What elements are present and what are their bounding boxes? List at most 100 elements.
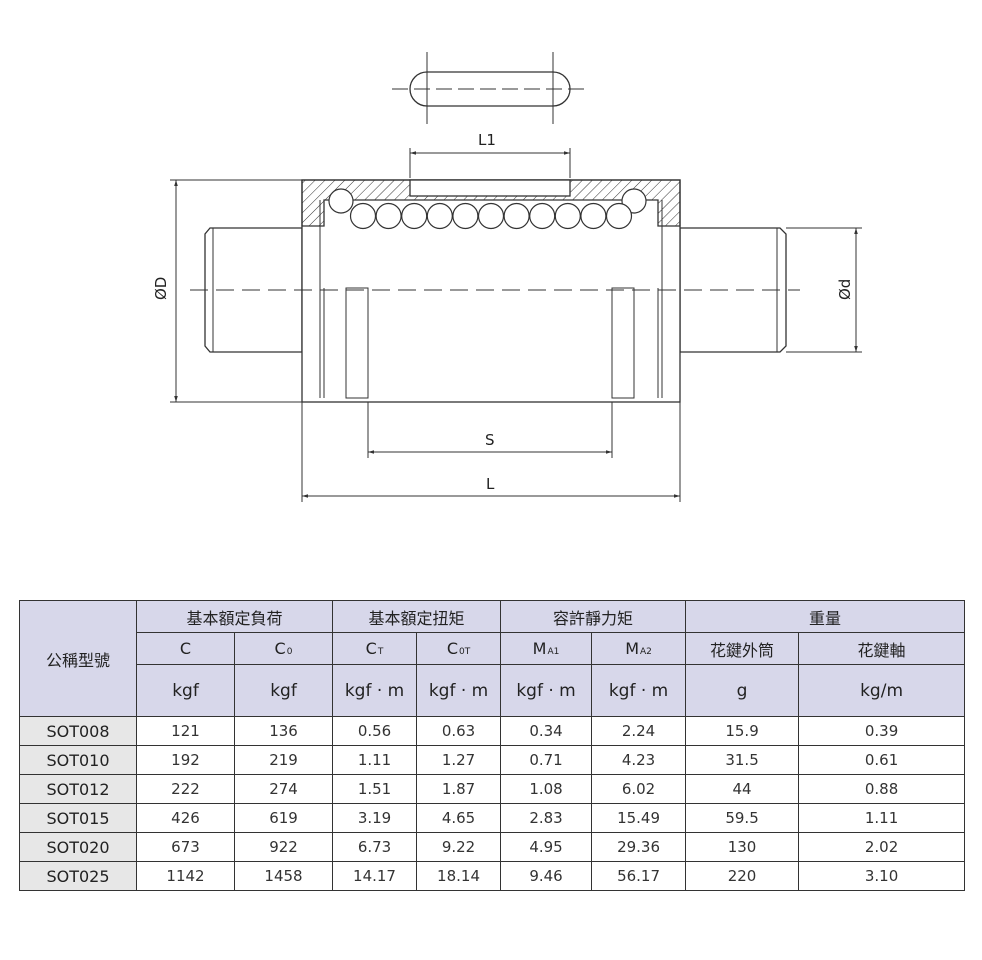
symbol-subscript: A2 (640, 647, 652, 657)
value-cell: 192 (136, 745, 235, 775)
value-cell: 59.5 (685, 803, 800, 833)
dimension-d (786, 227, 862, 353)
dimension-od (170, 179, 302, 403)
ball (477, 202, 505, 230)
header-group-moment: 容許靜力矩 (500, 600, 687, 633)
label-l1: L1 (478, 131, 496, 149)
value-cell: 0.34 (500, 716, 593, 746)
header-group-weight: 重量 (685, 600, 966, 633)
ball (554, 202, 581, 230)
dimension-l1 (409, 148, 571, 178)
header-unit: kgf · m (416, 664, 502, 717)
header-unit: kgf · m (591, 664, 687, 717)
value-cell: 2.02 (798, 832, 966, 862)
value-cell: 0.61 (798, 745, 966, 775)
model-cell: SOT012 (19, 774, 137, 804)
value-cell: 4.95 (500, 832, 593, 862)
value-cell: 222 (136, 774, 235, 804)
value-cell: 1142 (136, 861, 235, 891)
ball (401, 202, 428, 230)
label-od: ØD (152, 277, 170, 300)
header-unit: kgf (233, 664, 334, 717)
header-symbol: 花鍵軸 (798, 632, 966, 665)
header-symbol: MA2 (591, 632, 687, 665)
header-unit: kgf · m (332, 664, 418, 717)
value-cell: 136 (233, 716, 334, 746)
value-cell: 56.17 (591, 861, 687, 891)
keyway-top-view (392, 52, 590, 124)
value-cell: 1.51 (332, 774, 418, 804)
value-cell: 3.19 (332, 803, 418, 833)
value-cell: 29.36 (591, 832, 687, 862)
label-d: Ød (836, 279, 854, 300)
label-l: L (486, 475, 495, 493)
value-cell: 1458 (233, 861, 334, 891)
value-cell: 31.5 (685, 745, 800, 775)
value-cell: 922 (233, 832, 334, 862)
ball (375, 202, 402, 230)
header-symbol: CT (332, 632, 418, 665)
value-cell: 4.65 (416, 803, 502, 833)
symbol-subscript: T (377, 647, 384, 657)
value-cell: 4.23 (591, 745, 687, 775)
header-symbol: C (136, 632, 235, 665)
symbol-main: C (274, 639, 286, 658)
value-cell: 219 (233, 745, 334, 775)
value-cell: 6.73 (332, 832, 418, 862)
header-group-load: 基本額定負荷 (135, 600, 334, 633)
value-cell: 1.11 (332, 745, 418, 775)
ball (605, 202, 633, 230)
model-cell: SOT020 (19, 832, 137, 862)
header-symbol: C0 (233, 632, 334, 665)
model-cell: SOT025 (19, 861, 137, 891)
value-cell: 0.71 (500, 745, 593, 775)
value-cell: 1.08 (500, 774, 593, 804)
symbol-main: 花鍵外筒 (710, 640, 775, 660)
value-cell: 121 (136, 716, 235, 746)
symbol-main: M (532, 639, 547, 658)
symbol-subscript: 0T (458, 647, 471, 657)
ball-spline-drawing: L1 ØD Ød S (152, 52, 862, 502)
ball (328, 188, 354, 214)
header-unit: kgf · m (500, 664, 593, 717)
dimension-l (301, 402, 681, 502)
value-cell: 619 (233, 803, 334, 833)
value-cell: 274 (233, 774, 334, 804)
value-cell: 15.9 (685, 716, 800, 746)
symbol-main: 花鍵軸 (857, 640, 906, 660)
value-cell: 6.02 (591, 774, 687, 804)
value-cell: 0.56 (332, 716, 418, 746)
ball (503, 202, 530, 230)
symbol-main: C (179, 639, 192, 658)
header-unit: kgf (136, 664, 235, 717)
ball (452, 202, 479, 230)
model-cell: SOT008 (19, 716, 137, 746)
symbol-main: M (625, 639, 639, 658)
value-cell: 2.83 (500, 803, 593, 833)
value-cell: 0.63 (416, 716, 502, 746)
label-s: S (485, 431, 495, 449)
ball (529, 202, 556, 230)
value-cell: 9.22 (416, 832, 502, 862)
header-unit: g (685, 664, 800, 717)
value-cell: 0.39 (798, 716, 966, 746)
ball (580, 202, 607, 230)
value-cell: 3.10 (798, 861, 966, 891)
value-cell: 15.49 (591, 803, 687, 833)
header-symbol: MA1 (500, 632, 593, 665)
ball (349, 202, 377, 230)
value-cell: 0.88 (798, 774, 966, 804)
value-cell: 1.27 (416, 745, 502, 775)
symbol-subscript: 0 (286, 647, 293, 657)
ball-row (328, 188, 647, 230)
header-group-torque: 基本額定扭矩 (332, 600, 502, 633)
symbol-main: C (446, 639, 458, 658)
value-cell: 426 (136, 803, 235, 833)
